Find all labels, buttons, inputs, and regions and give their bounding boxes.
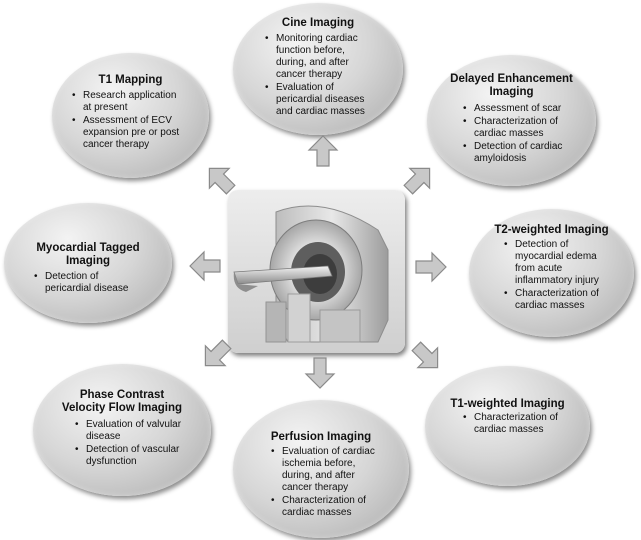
- node-title: Perfusion Imaging: [270, 431, 372, 443]
- arrow-icon: [415, 251, 447, 283]
- arrow-icon: [204, 339, 232, 367]
- list-item: Characterization of cardiac masses: [463, 116, 588, 140]
- mri-scanner-image: [228, 190, 405, 353]
- list-item: Characterization of cardiac masses: [504, 288, 629, 312]
- mri-scanner-icon: [233, 205, 389, 343]
- arrow-icon: [208, 167, 236, 195]
- list-item: Detection of pericardial disease: [34, 271, 159, 295]
- node-t2-weighted-imaging: T2-weighted Imaging Detection of myocard…: [469, 209, 634, 337]
- node-title: Delayed Enhancement Imaging: [450, 73, 573, 98]
- node-title: Myocardial Tagged Imaging: [36, 242, 140, 267]
- node-title: T2-weighted Imaging: [494, 224, 609, 236]
- node-items: Detection of pericardial disease: [34, 271, 159, 296]
- node-cine-imaging: Cine Imaging Monitoring cardiac function…: [233, 3, 403, 135]
- node-perfusion-imaging: Perfusion Imaging Evaluation of cardiac …: [233, 400, 409, 538]
- list-item: Assessment of ECV expansion pre or post …: [72, 115, 202, 151]
- list-item: Research application at present: [72, 90, 202, 114]
- list-item: Characterization of cardiac masses: [271, 495, 401, 519]
- node-t1-mapping: T1 Mapping Research application at prese…: [52, 53, 209, 178]
- node-delayed-enhancement-imaging: Delayed Enhancement Imaging Assessment o…: [427, 55, 596, 186]
- arrow-icon: [189, 250, 221, 282]
- node-items: Monitoring cardiac function before, duri…: [265, 33, 395, 119]
- list-item: Monitoring cardiac function before, duri…: [265, 33, 395, 81]
- node-title: T1-weighted Imaging: [450, 398, 565, 410]
- node-title: Cine Imaging: [281, 17, 355, 29]
- node-items: Characterization of cardiac masses: [463, 412, 583, 437]
- node-items: Evaluation of cardiac ischemia before, d…: [271, 446, 401, 520]
- node-items: Detection of myocardial edema from acute…: [504, 239, 629, 313]
- arrow-icon: [307, 135, 339, 167]
- list-item: Detection of myocardial edema from acute…: [504, 239, 629, 287]
- arrow-icon: [411, 341, 439, 369]
- list-item: Evaluation of cardiac ischemia before, d…: [271, 446, 401, 494]
- list-item: Detection of vascular dysfunction: [75, 444, 205, 468]
- node-title: Phase Contrast Velocity Flow Imaging: [61, 389, 183, 414]
- arrow-icon: [403, 167, 431, 195]
- list-item: Evaluation of valvular disease: [75, 419, 205, 443]
- node-phase-contrast-velocity-flow-imaging: Phase Contrast Velocity Flow Imaging Eva…: [33, 364, 211, 496]
- node-title: T1 Mapping: [98, 74, 163, 86]
- arrow-icon: [304, 357, 336, 389]
- list-item: Characterization of cardiac masses: [463, 412, 583, 436]
- node-items: Research application at present Assessme…: [72, 90, 202, 152]
- list-item: Detection of cardiac amyloidosis: [463, 141, 588, 165]
- node-t1-weighted-imaging: T1-weighted Imaging Characterization of …: [425, 366, 590, 486]
- node-items: Assessment of scar Characterization of c…: [463, 103, 588, 166]
- list-item: Evaluation of pericardial diseases and c…: [265, 82, 395, 118]
- list-item: Assessment of scar: [463, 103, 588, 115]
- node-myocardial-tagged-imaging: Myocardial Tagged Imaging Detection of p…: [4, 203, 172, 323]
- node-items: Evaluation of valvular disease Detection…: [75, 419, 205, 469]
